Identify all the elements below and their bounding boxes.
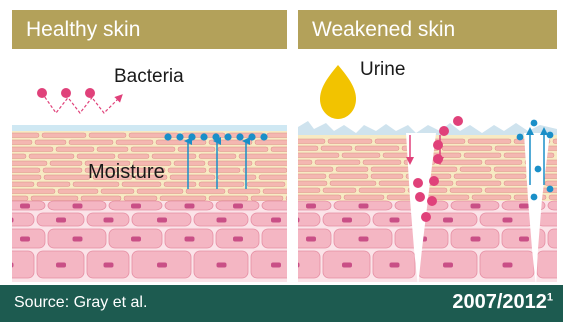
moisture-droplets	[164, 133, 267, 140]
healthy-skin-panel: Healthy skin	[12, 10, 287, 282]
surface-film	[12, 125, 287, 131]
urine-droplet	[320, 65, 356, 119]
source-year-text: 2007/2012	[452, 291, 547, 313]
weakened-skin-diagram	[298, 49, 557, 282]
source-year: 2007/20121	[452, 291, 553, 314]
bacteria-label: Bacteria	[114, 66, 184, 88]
healthy-skin-header: Healthy skin	[12, 10, 287, 49]
healthy-skin-title: Healthy skin	[26, 18, 140, 42]
urine-label: Urine	[360, 59, 405, 81]
source-footer: Source: Gray et al. 2007/20121	[0, 285, 563, 322]
weakened-skin-panel: Weakened skin	[298, 10, 557, 282]
moisture-label: Moisture	[88, 161, 165, 184]
weakened-skin-title: Weakened skin	[312, 18, 455, 42]
weakened-skin-header: Weakened skin	[298, 10, 557, 49]
source-citation: Source: Gray et al.	[14, 294, 147, 312]
bacteria-group	[37, 88, 120, 113]
footnote-marker: 1	[547, 291, 553, 303]
